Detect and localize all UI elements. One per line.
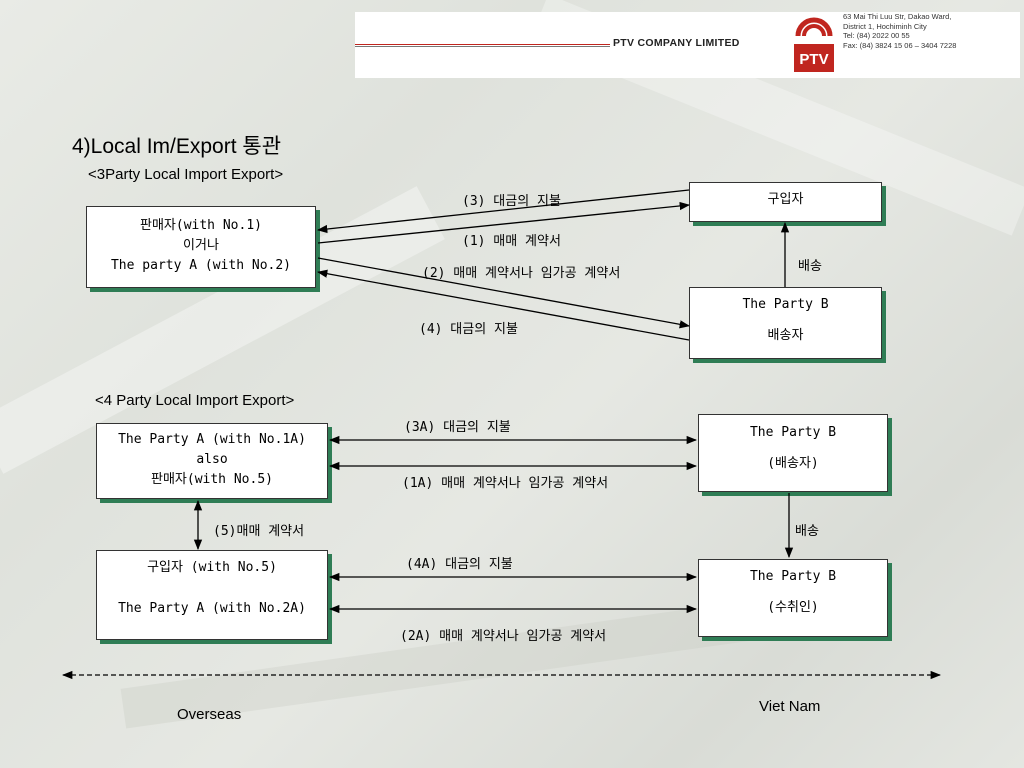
box-line: The Party B [749,569,837,584]
delivery-label: 배송 [798,259,822,274]
flow-label-1: (1) 매매 계약서 [462,234,561,249]
header-rule [355,44,610,45]
address-line: Fax: (84) 3824 15 06 – 3404 7228 [843,40,957,50]
party-b-box: The Party B 배송자 [689,287,882,359]
box-line: 판매자(with No.1) [140,218,262,233]
address-line: District 1, Hochiminh City [843,21,927,31]
logo-text: PTV [799,51,828,68]
box-line: The Party B [742,297,829,312]
box-line: 이거나 [183,238,219,253]
seller-box: 판매자(with No.1) 이거나 The party A (with No.… [86,206,316,288]
arrow-payment-4 [316,269,690,341]
ptv-logo: PTV [792,14,836,76]
section2-subtitle: <4 Party Local Import Export> [95,392,295,409]
region-vietnam: Viet Nam [759,698,821,715]
box-line: 구입자 [767,192,804,207]
section1-subtitle: <3Party Local Import Export> [88,166,284,183]
party-b-shipper-box: The Party B (배송자) [698,414,888,492]
flow-label-2a: (2A) 매매 계약서나 임가공 계약서 [400,629,607,644]
flow-label-3a: (3A) 대금의 지불 [404,420,511,435]
box-line: (배송자) [767,456,819,471]
buyer-party-a-box: 구입자 (with No.5) The Party A (with No.2A) [96,550,328,640]
flow-label-3: (3) 대금의 지불 [462,194,561,209]
box-line: The Party A (with No.1A) [118,432,306,447]
flow-label-5: (5)매매 계약서 [213,524,305,539]
party-a-box: The Party A (with No.1A) also 판매자(with N… [96,423,328,499]
arrow-contract-2 [317,257,691,329]
buyer-box: 구입자 [689,182,882,222]
box-line: 배송자 [767,328,804,343]
box-line: also [196,452,228,467]
box-line: 판매자(with No.5) [151,472,273,487]
flow-label-1a: (1A) 매매 계약서나 임가공 계약서 [402,476,609,491]
flow-label-4a: (4A) 대금의 지불 [406,557,513,572]
address-line: 63 Mai Thi Luu Str, Dakao Ward, [843,12,952,21]
address-line: Tel: (84) 2022 00 55 [843,31,910,41]
box-line: The Party B [749,425,837,440]
flow-label-2: (2) 매매 계약서나 임가공 계약서 [422,266,621,281]
box-line: (수취인) [767,600,819,615]
box-line: 구입자 (with No.5) [147,560,277,575]
page-title: 4)Local Im/Export 통관 [72,135,282,158]
box-line: The party A (with No.2) [110,258,291,273]
box-line: The Party A (with No.2A) [118,601,306,616]
arrow-payment-3 [316,189,690,234]
header-rule [355,46,610,47]
arrow-contract-1 [317,201,691,244]
region-overseas: Overseas [177,706,242,723]
header-banner: PTV COMPANY LIMITED PTV 63 Mai Thi Luu S… [355,12,1020,78]
company-name: PTV COMPANY LIMITED [613,37,740,49]
delivery-label: 배송 [795,524,819,539]
flow-label-4: (4) 대금의 지불 [419,322,518,337]
party-b-receiver-box: The Party B (수취인) [698,559,888,637]
company-address: 63 Mai Thi Luu Str, Dakao Ward, District… [843,12,956,50]
